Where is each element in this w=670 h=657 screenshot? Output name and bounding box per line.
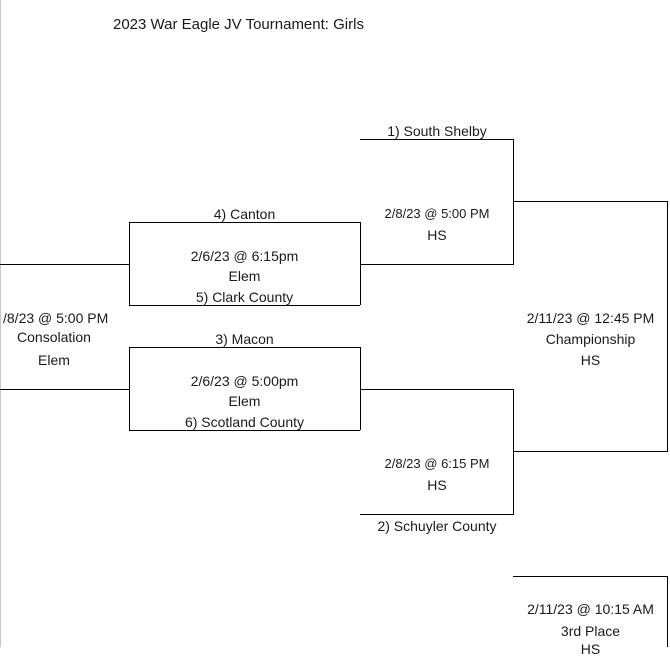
third-place-label: 3rd Place (560, 623, 621, 639)
consolation-label: Consolation (17, 329, 91, 345)
championship-bottom-line (513, 451, 668, 452)
championship-right-line (667, 201, 668, 451)
third-place-top-line (513, 576, 668, 577)
semi1-bottom-line (360, 264, 514, 265)
team-seed2: 2) Schuyler County (377, 518, 497, 534)
g2-left-line (129, 347, 130, 430)
g2-site: Elem (228, 393, 261, 409)
g1-loser-line (0, 264, 130, 265)
consolation-time: /8/23 @ 5:00 PM (3, 310, 109, 326)
g1-time: 2/6/23 @ 6:15pm (190, 248, 299, 264)
semi1-time: 2/8/23 @ 5:00 PM (384, 206, 490, 221)
g1-site: Elem (228, 268, 261, 284)
semi2-time: 2/8/23 @ 6:15 PM (384, 456, 490, 471)
third-place-time: 2/11/23 @ 10:15 AM (527, 601, 654, 617)
team-seed1: 1) South Shelby (387, 123, 487, 139)
g1-left-line (129, 222, 130, 305)
championship-site: HS (580, 352, 601, 368)
third-place-right-line (667, 576, 668, 647)
sheet-left-border (0, 0, 1, 647)
g1-right-line (360, 222, 361, 305)
page-title: 2023 War Eagle JV Tournament: Girls (113, 16, 364, 33)
g2-time: 2/6/23 @ 5:00pm (190, 373, 299, 389)
consolation-site: Elem (38, 352, 70, 368)
team-seed4: 4) Canton (213, 206, 276, 222)
championship-time: 2/11/23 @ 12:45 PM (526, 310, 655, 326)
seed2-line (360, 514, 514, 515)
third-place-site: HS (580, 641, 601, 657)
g2-right-line (360, 347, 361, 430)
semi2-top-line (360, 389, 514, 390)
semi2-site: HS (427, 477, 447, 493)
championship-top-line (513, 201, 668, 202)
team-seed5: 5) Clark County (195, 289, 294, 305)
team-seed3: 3) Macon (215, 331, 274, 347)
seed4-line (129, 222, 360, 223)
g2-loser-line (0, 389, 130, 390)
seed1-line (360, 139, 514, 140)
championship-label: Championship (545, 331, 636, 347)
seed3-line (129, 347, 360, 348)
team-seed6: 6) Scotland County (184, 414, 305, 430)
semi1-site: HS (427, 227, 447, 243)
seed5-line (129, 305, 360, 306)
seed6-line (129, 430, 360, 431)
